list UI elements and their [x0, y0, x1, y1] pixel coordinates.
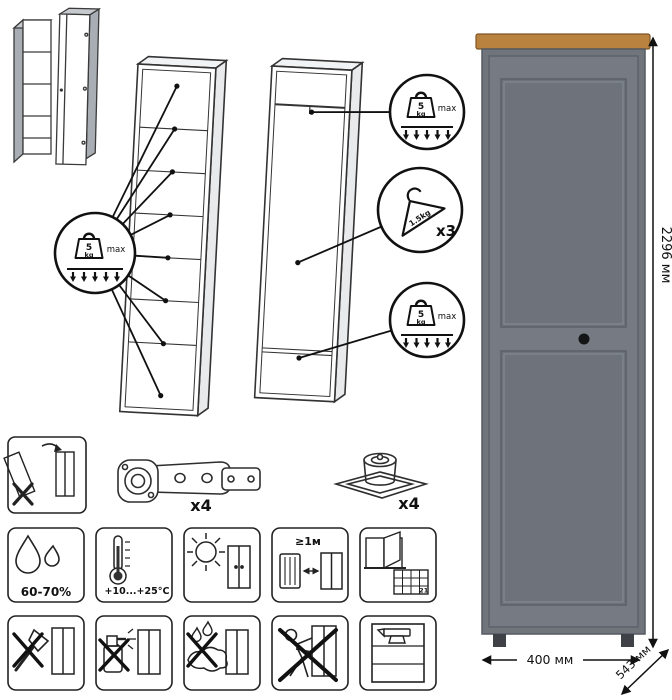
hanging-callout-dots: [295, 109, 315, 361]
weight-icon: 5 kg: [74, 232, 104, 259]
door-upper-panel: [500, 78, 627, 328]
badge-value: 5: [418, 102, 424, 112]
distance-label: ≥1м: [295, 535, 321, 548]
sharp-tool-warning-icon: [12, 627, 75, 675]
wardrobe-foot-left: [493, 634, 506, 647]
humidity-label: 60-70%: [21, 585, 71, 599]
shelf-load-badge: 5 kg max: [53, 211, 137, 295]
foot-hardware: x4: [333, 452, 429, 513]
overload-warning-icon: [371, 623, 425, 683]
badge-max-label: max: [438, 312, 457, 322]
badge-value: 5: [418, 310, 424, 320]
overload-box: [359, 615, 437, 691]
depth-dimension: 543 мм: [613, 642, 670, 696]
badge-max-label: max: [438, 104, 457, 114]
hinge-icon: [117, 459, 261, 503]
weight-icon: 5 kg: [406, 91, 436, 118]
badge-max-label: max: [107, 245, 126, 255]
hinge-count-label: x4: [190, 496, 211, 515]
dragging-warning-icon: [278, 625, 338, 682]
temperature-box: +10...+25°C: [95, 527, 173, 603]
shelf-cabinet-drawing: [118, 55, 229, 418]
adjustable-foot-icon: [333, 452, 429, 499]
door-lower-panel: [500, 350, 627, 606]
dragging-box: [271, 615, 349, 691]
spray-box: [95, 615, 173, 691]
sunlight-box: [183, 527, 261, 603]
anvil-icon: [376, 628, 411, 644]
anti-tip-warning-icon: [3, 443, 75, 506]
distance-box: ≥1м: [271, 527, 349, 603]
ventilation-box: 21: [359, 527, 437, 603]
top-load-badge: 5 kg max: [388, 73, 466, 151]
hanger-load-badge: 1.5kg x3: [376, 166, 464, 254]
badge-unit: kg: [417, 318, 426, 326]
depth-label: 543 мм: [613, 642, 654, 682]
hinge-hardware: x4: [117, 459, 261, 515]
temperature-label: +10...+25°C: [105, 586, 170, 597]
door-knob: [578, 333, 590, 345]
min-distance-icon: [279, 552, 343, 590]
wet-cleaning-box: [183, 615, 261, 691]
humidity-box: 60-70%: [7, 527, 85, 603]
calendar-day-label: 21: [419, 587, 429, 595]
hanger-count-label: x3: [436, 222, 456, 240]
cabinet-thumbnail-open: [12, 18, 53, 164]
bottom-load-badge: 5 kg max: [388, 281, 466, 359]
badge-unit: kg: [85, 251, 94, 259]
shelf-callout-dots: [158, 83, 180, 399]
humidity-icon: [15, 534, 60, 574]
badge-value: 5: [86, 243, 92, 253]
badge-unit: kg: [417, 110, 426, 118]
cabinet-thumbnail-door: [55, 7, 102, 166]
temperature-icon: [109, 535, 130, 585]
width-dimension: 400 мм: [481, 651, 641, 668]
spray-warning-icon: [98, 628, 161, 675]
foot-count-label: x4: [398, 494, 419, 513]
anti-tip-warning: [3, 436, 87, 514]
sharp-tool-box: [7, 615, 85, 691]
height-dimension: 2296 мм: [648, 36, 672, 649]
wardrobe-render: [475, 33, 651, 647]
ventilation-window-icon: [364, 530, 429, 595]
height-label: 2296 мм: [658, 227, 672, 284]
wet-cleaning-warning-icon: [186, 620, 249, 675]
wardrobe-foot-right: [621, 634, 634, 647]
weight-icon: 5 kg: [406, 299, 436, 326]
width-label: 400 мм: [527, 652, 574, 667]
hanging-cabinet-drawing: [253, 57, 365, 404]
sunlight-warning-icon: [187, 533, 251, 589]
wardrobe-top-panel: [475, 33, 651, 50]
